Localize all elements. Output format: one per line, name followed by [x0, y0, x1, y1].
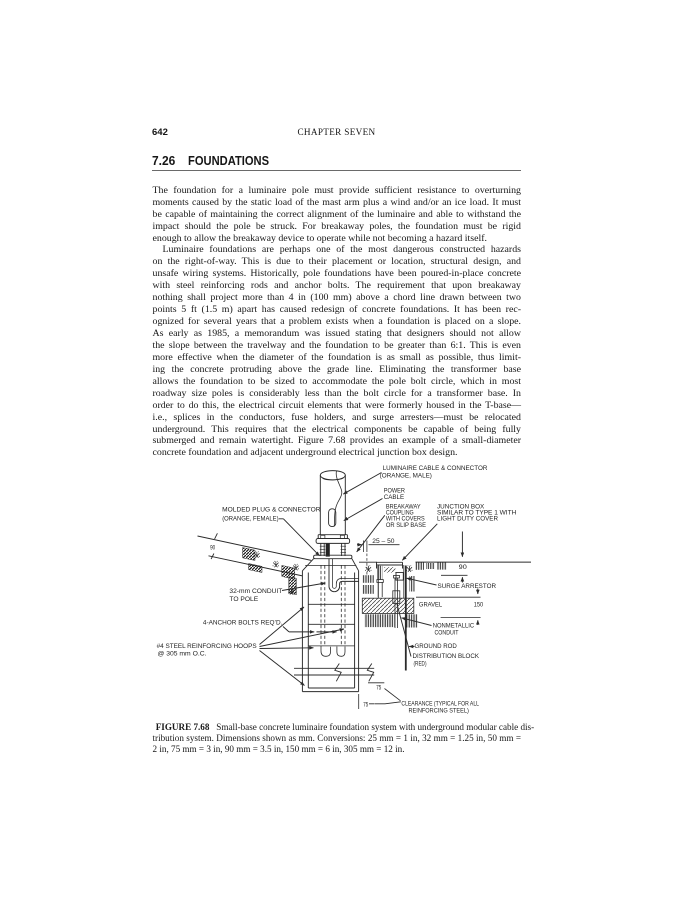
svg-text:GRAVEL: GRAVEL	[419, 602, 443, 609]
svg-text:GROUND ROD: GROUND ROD	[415, 643, 458, 650]
svg-text:4-ANCHOR BOLTS REQ’D.: 4-ANCHOR BOLTS REQ’D.	[203, 619, 283, 626]
svg-text:LIGHT DUTY COVER: LIGHT DUTY COVER	[437, 516, 498, 523]
svg-text:32-mm CONDUIT: 32-mm CONDUIT	[229, 588, 282, 595]
svg-text:CLEARANCE (TYPICAL FOR ALL: CLEARANCE (TYPICAL FOR ALL	[401, 700, 479, 707]
svg-text:OR SLIP BASE: OR SLIP BASE	[386, 522, 426, 529]
svg-text:90: 90	[459, 564, 468, 571]
svg-text:@ 305 mm O.C.: @ 305 mm O.C.	[158, 650, 207, 657]
svg-text:SURGE ARRESTOR: SURGE ARRESTOR	[438, 583, 497, 590]
svg-text:CABLE: CABLE	[384, 494, 405, 501]
svg-text:CONDUIT: CONDUIT	[435, 630, 459, 637]
svg-text:MOLDED PLUG & CONNECTOR: MOLDED PLUG & CONNECTOR	[222, 507, 321, 514]
svg-text:WITH COVERS: WITH COVERS	[386, 516, 425, 523]
svg-text:75: 75	[363, 702, 368, 709]
svg-text:(ORANGE, FEMALE): (ORANGE, FEMALE)	[222, 516, 278, 523]
svg-text:POWER: POWER	[384, 488, 406, 495]
svg-text:LUMINAIRE CABLE & CONNECTOR: LUMINAIRE CABLE & CONNECTOR	[383, 465, 488, 472]
svg-text:#4 STEEL REINFORCING HOOPS: #4 STEEL REINFORCING HOOPS	[157, 643, 257, 650]
svg-text:BREAKAWAY: BREAKAWAY	[386, 504, 421, 511]
svg-text:SIMILAR TO TYPE 1 WITH: SIMILAR TO TYPE 1 WITH	[437, 510, 517, 517]
svg-text:TO POLE: TO POLE	[229, 596, 258, 603]
svg-text:NONMETALLIC: NONMETALLIC	[433, 623, 475, 630]
svg-text:JUNCTION BOX: JUNCTION BOX	[437, 504, 485, 511]
svg-text:75: 75	[376, 684, 381, 691]
svg-text:25 – 50: 25 – 50	[372, 538, 395, 545]
svg-text:90: 90	[210, 544, 215, 551]
svg-text:(ORANGE, MALE): (ORANGE, MALE)	[380, 473, 432, 480]
svg-text:REINFORCING STEEL): REINFORCING STEEL)	[409, 708, 469, 715]
svg-text:150: 150	[474, 601, 484, 608]
svg-text:COUPLING: COUPLING	[386, 510, 414, 517]
svg-text:DISTRIBUTION BLOCK: DISTRIBUTION BLOCK	[413, 653, 480, 660]
svg-text:(RED): (RED)	[414, 660, 427, 667]
